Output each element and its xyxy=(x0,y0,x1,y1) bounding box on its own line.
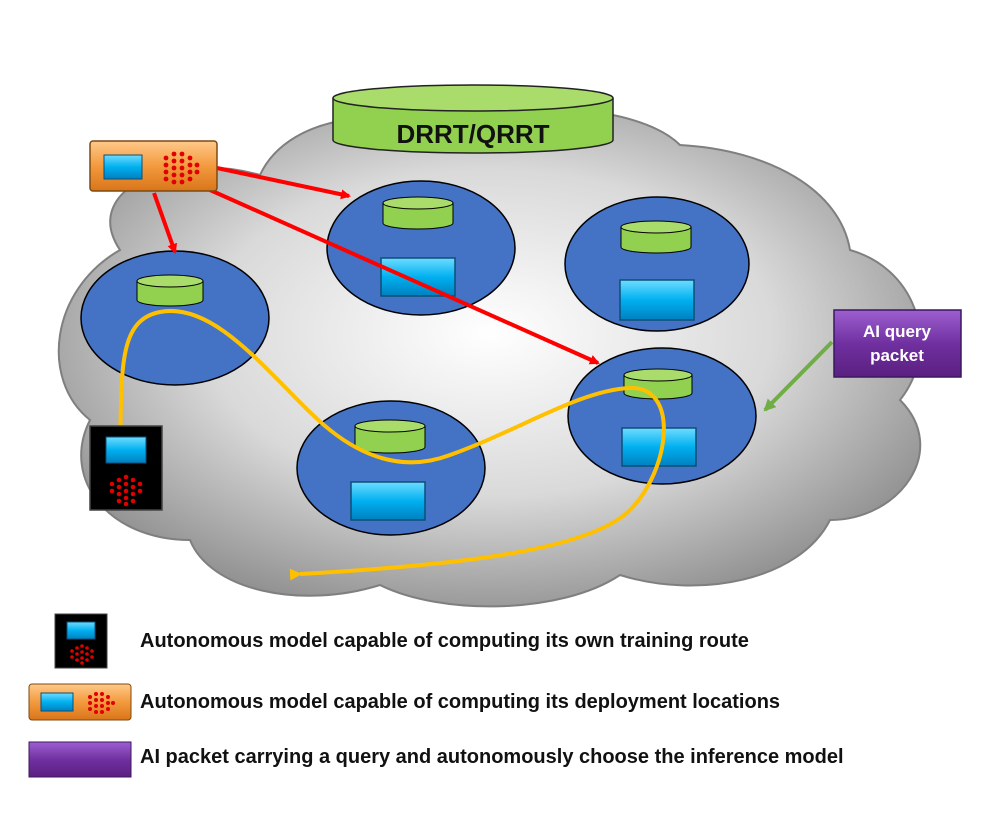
drrt-qrrt-label: DRRT/QRRT xyxy=(396,119,549,149)
legend-text-training-route: Autonomous model capable of computing it… xyxy=(140,630,749,652)
node-database-icon xyxy=(620,220,692,234)
legend-black-model-icon xyxy=(54,613,108,669)
legend-text-deployment-locations: Autonomous model capable of computing it… xyxy=(140,691,781,713)
deployment-arrow xyxy=(216,166,351,200)
legend-text-ai-packet: AI packet carrying a query and autonomou… xyxy=(140,746,844,768)
legend-purple-packet-icon xyxy=(28,741,132,778)
server-icon xyxy=(105,436,147,464)
legend-orange-model-icon xyxy=(28,683,132,721)
server-icon xyxy=(380,257,456,297)
node-database-icon xyxy=(382,196,454,210)
server-icon xyxy=(619,279,695,321)
node-database-icon xyxy=(623,368,693,382)
deployment-arrow xyxy=(209,188,600,365)
node-database-icon xyxy=(136,274,204,288)
neural-network-icon xyxy=(163,151,200,185)
neural-network-icon xyxy=(109,474,143,507)
ai-query-packet: AI query packet xyxy=(833,309,962,378)
network-node xyxy=(80,250,270,386)
server-icon xyxy=(350,481,426,521)
network-node xyxy=(296,400,486,536)
network-node xyxy=(326,180,516,316)
query-arrow xyxy=(763,340,834,412)
node-database-icon xyxy=(354,419,426,433)
training-route-path xyxy=(118,308,666,581)
query-packet-line1: AI query xyxy=(863,322,932,341)
server-icon xyxy=(103,154,143,180)
drrt-qrrt-database-icon: DRRT/QRRT xyxy=(332,84,614,154)
deployment-arrow xyxy=(152,192,178,254)
network-node xyxy=(564,196,750,332)
black-autonomous-model-icon xyxy=(89,425,163,511)
deployment-arrows xyxy=(152,166,600,365)
query-packet-line2: packet xyxy=(870,346,924,365)
orange-autonomous-model-icon xyxy=(89,140,218,192)
